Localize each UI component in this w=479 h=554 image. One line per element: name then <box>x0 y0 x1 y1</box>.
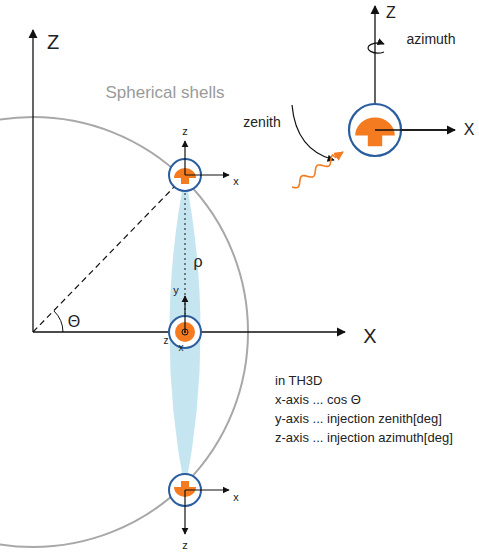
symbol-label: ρ <box>193 253 202 271</box>
detector-middle <box>169 296 201 348</box>
rho-line <box>185 193 186 314</box>
axis-label: X <box>464 121 475 139</box>
region-label: Spherical shells <box>105 84 224 103</box>
axis-label: x <box>233 491 239 503</box>
note-text: z-axis ... injection azimuth[deg] <box>275 431 453 445</box>
rotation-label: azimuth <box>406 32 455 47</box>
axis-label: Z <box>386 4 396 22</box>
axis-label: x <box>179 342 184 353</box>
note-text: x-axis ... cos Θ <box>275 393 361 407</box>
axis-label: X <box>363 325 376 347</box>
local-frame <box>292 6 455 188</box>
theta-arc <box>54 311 63 332</box>
axis-label: Z <box>47 31 59 53</box>
radius-line <box>33 186 175 332</box>
z-axis <box>32 30 33 332</box>
symbol-label: Θ <box>68 313 80 331</box>
axis-label: z <box>182 125 188 137</box>
note-text: in TH3D <box>275 374 322 388</box>
axis-label: z <box>182 539 188 551</box>
axis-label: x <box>233 175 239 187</box>
detector-top <box>169 141 229 191</box>
note-text: y-axis ... injection zenith[deg] <box>275 412 442 426</box>
axis-label: z <box>164 335 169 346</box>
rotation-label: zenith <box>243 115 280 130</box>
axis-label: y <box>173 284 179 296</box>
detector-bottom <box>169 474 229 534</box>
shell-band <box>170 175 201 490</box>
